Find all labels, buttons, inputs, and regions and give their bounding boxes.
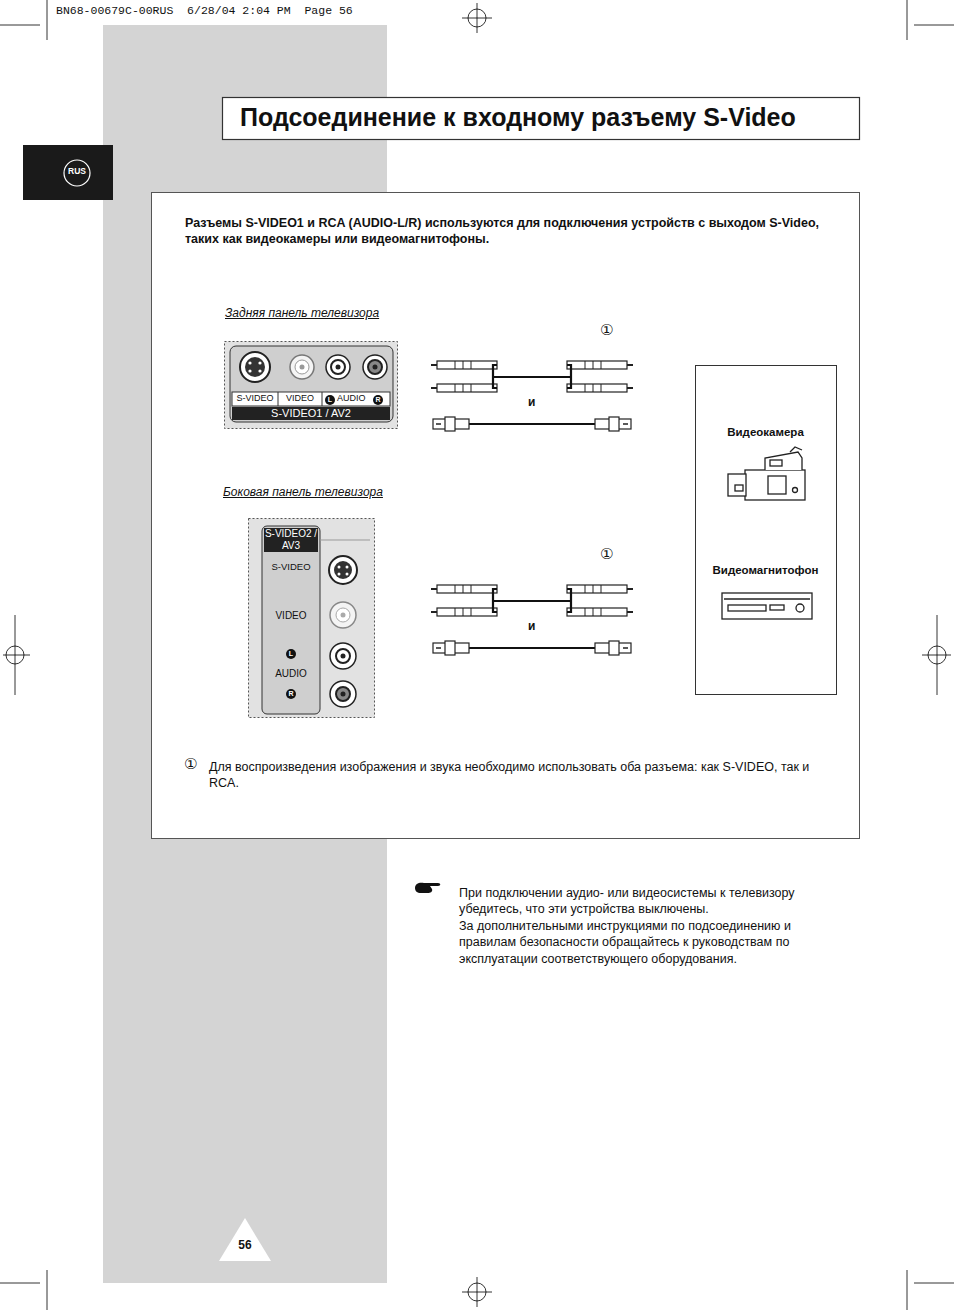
vcr-icon <box>722 593 812 619</box>
conjunction: и <box>528 619 535 635</box>
svideo-plug <box>595 641 631 655</box>
channel-mark: L <box>325 395 335 405</box>
channel-mark: R <box>373 395 383 405</box>
rca-plug <box>431 361 497 369</box>
svideo-plug <box>595 417 631 431</box>
cable-wire <box>493 376 570 378</box>
svideo-plug <box>433 641 469 655</box>
rca-plug <box>567 361 633 369</box>
content-frame <box>152 193 860 839</box>
cable-wire <box>468 423 596 425</box>
jack-label: VIDEO <box>264 609 318 622</box>
rca-plug <box>567 608 633 616</box>
footnote-text: Для воспроизведения изображения и звука … <box>209 759 824 792</box>
note-text: За дополнительными инструкциями по подсо… <box>459 918 844 967</box>
jack-label: AUDIO <box>337 393 366 405</box>
language-tab <box>23 145 113 200</box>
rca-plug <box>567 384 633 392</box>
cable-wire <box>567 365 571 388</box>
channel-mark: L <box>286 649 296 659</box>
tab-circle <box>64 160 90 186</box>
conjunction: и <box>528 395 535 411</box>
language-tab-label: RUS <box>64 166 90 177</box>
tv-panel: Боковая панель телевизораS-VIDEO2 / AV3 <box>222 484 385 719</box>
rca-plug <box>431 585 497 593</box>
page-triangle <box>219 1218 271 1261</box>
cable-drawings <box>431 361 633 655</box>
callout-number: ① <box>184 757 197 772</box>
cable-wire <box>567 589 571 612</box>
cable-wire <box>468 647 596 649</box>
svideo-plug <box>433 417 469 431</box>
panel-input-name: S-VIDEO1 / AV2 <box>232 407 390 420</box>
jack-label: VIDEO <box>280 393 320 405</box>
camcorder-icon <box>728 447 805 500</box>
channel-mark: R <box>286 689 296 699</box>
jack-label: AUDIO <box>264 667 318 680</box>
callout-number: ① <box>600 547 613 562</box>
note-text: При подключении аудио- или видеосистемы … <box>459 885 844 918</box>
tv-panel: Задняя панель телевизораS-VIDEO1 / AV2 <box>222 305 402 431</box>
panel-heading: Задняя панель телевизора <box>225 306 379 320</box>
rca-plug <box>567 585 633 593</box>
callout-number: ① <box>600 323 613 338</box>
intro-text: Разъемы S-VIDEO1 и RCA (AUDIO-L/R) испол… <box>185 215 825 248</box>
cable-wire <box>493 600 570 602</box>
device-name: Видеокамера <box>696 426 835 440</box>
jack-label: S-VIDEO <box>234 393 276 405</box>
panel-input-name: S-VIDEO2 / AV3 <box>264 528 318 552</box>
hand-symbol <box>415 883 440 893</box>
page-title: Подсоединение к входному разъему S-Video <box>240 101 796 133</box>
title-frame <box>223 98 860 140</box>
print-header: BN68-00679C-00RUS 6/28/04 2:04 PM Page 5… <box>56 4 353 19</box>
rca-plug <box>431 608 497 616</box>
rca-plug <box>431 384 497 392</box>
jack-label: S-VIDEO <box>264 561 318 573</box>
panel-heading: Боковая панель телевизора <box>223 485 383 499</box>
side-panel-drawing <box>249 519 375 718</box>
device-box: ВидеокамераВидеомагнитофон <box>695 365 837 695</box>
page-number: 56 <box>228 1238 262 1254</box>
device-name: Видеомагнитофон <box>696 564 835 578</box>
rear-panel-drawing <box>225 342 398 429</box>
